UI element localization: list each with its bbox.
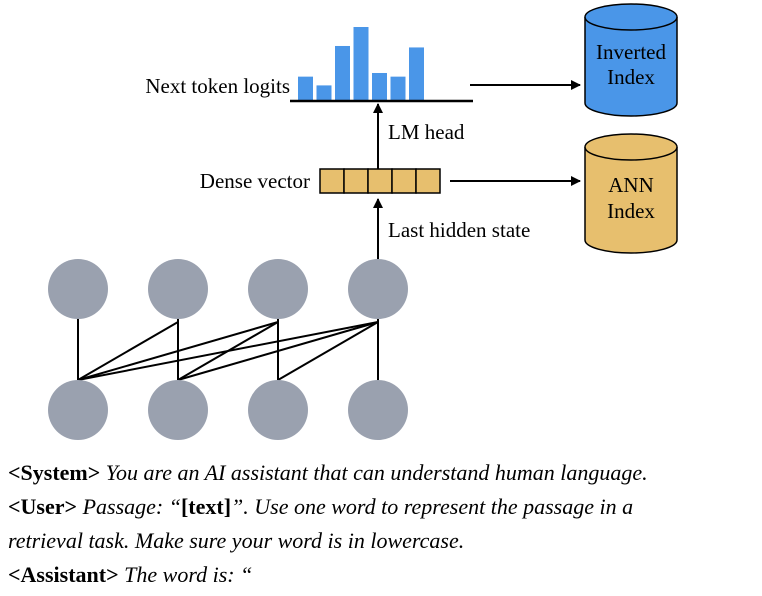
neuron <box>148 380 208 440</box>
logit-bar <box>372 72 387 100</box>
user-line-2: retrieval task. Make sure your word is i… <box>8 524 758 558</box>
user-line: <User> Passage: “[text]”. Use one word t… <box>8 490 758 524</box>
logit-bars <box>298 27 424 100</box>
ann-index-cylinder: ANN Index <box>584 133 678 254</box>
user-role: <User> <box>8 494 78 519</box>
network-connections <box>77 290 379 381</box>
ann-index-label-line1: ANN <box>608 173 654 197</box>
lm-head-label: LM head <box>388 120 465 144</box>
inverted-index-label-line1: Inverted <box>596 40 666 64</box>
assistant-role: <Assistant> <box>8 562 119 587</box>
assistant-line: <Assistant> The word is: “ <box>8 558 758 592</box>
logit-bar <box>409 47 424 100</box>
logit-bar <box>298 76 313 100</box>
inverted-index-cylinder: Inverted Index <box>584 3 678 117</box>
neuron <box>48 380 108 440</box>
system-text: You are an AI assistant that can underst… <box>100 460 648 485</box>
neuron <box>248 380 308 440</box>
input-layer-bottom <box>48 380 408 440</box>
last-hidden-state-label: Last hidden state <box>388 218 530 242</box>
user-text-after: ”. Use one word to represent the passage… <box>231 494 634 519</box>
dense-vector <box>319 168 441 194</box>
prompt-template: <System> You are an AI assistant that ca… <box>8 456 758 592</box>
neuron <box>348 380 408 440</box>
neuron <box>348 259 408 319</box>
neuron <box>248 259 308 319</box>
neuron <box>48 259 108 319</box>
system-line: <System> You are an AI assistant that ca… <box>8 456 758 490</box>
logit-bar <box>316 85 332 100</box>
model-diagram: Last hidden state Dense vector LM head N… <box>48 3 678 440</box>
system-role: <System> <box>8 460 101 485</box>
logit-bar <box>353 27 369 100</box>
inverted-index-label-line2: Index <box>607 65 655 89</box>
hidden-layer-top <box>48 259 408 319</box>
next-token-logits-label: Next token logits <box>145 74 290 98</box>
assistant-text: The word is: “ <box>118 562 253 587</box>
logit-bar <box>335 45 350 100</box>
text-placeholder: [text] <box>180 494 232 519</box>
dense-vector-label: Dense vector <box>200 169 310 193</box>
user-text-before: Passage: “ <box>77 494 181 519</box>
ann-index-label-line2: Index <box>607 199 655 223</box>
logit-bar <box>390 76 406 100</box>
user-text-line2: retrieval task. Make sure your word is i… <box>8 528 465 553</box>
neuron <box>148 259 208 319</box>
